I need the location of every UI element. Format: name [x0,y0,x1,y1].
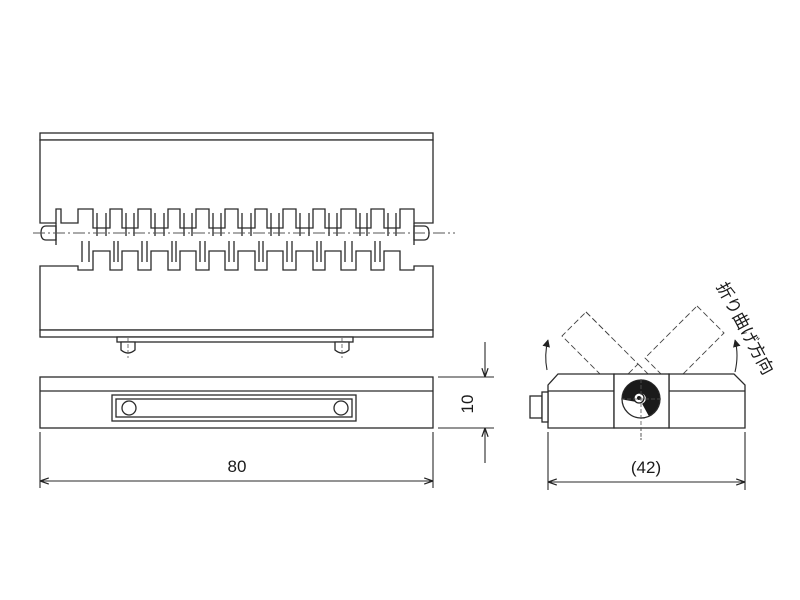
front-screw-right [333,400,349,416]
front-screw-left [121,400,137,416]
upper-leaf-body [39,139,434,229]
upper-leaf [39,132,434,141]
lower-leaf-body [39,250,434,331]
dimension-width [39,432,434,488]
bend-direction-label: 折り曲げ方向 [712,279,778,378]
lower-leaf-edge [39,329,434,338]
top-view [33,132,455,358]
width-label: 80 [228,457,247,476]
bend-arrow-right [733,339,741,373]
bend-arrow-left [542,339,550,371]
side-view [529,305,746,440]
bend-arrows [542,339,741,373]
side-width-label: (42) [631,458,661,477]
front-view [39,376,434,429]
side-pin [529,395,543,419]
dimension-height [438,342,494,463]
dimension-side-width [547,432,746,490]
height-label: 10 [458,395,477,414]
side-body [547,373,615,429]
